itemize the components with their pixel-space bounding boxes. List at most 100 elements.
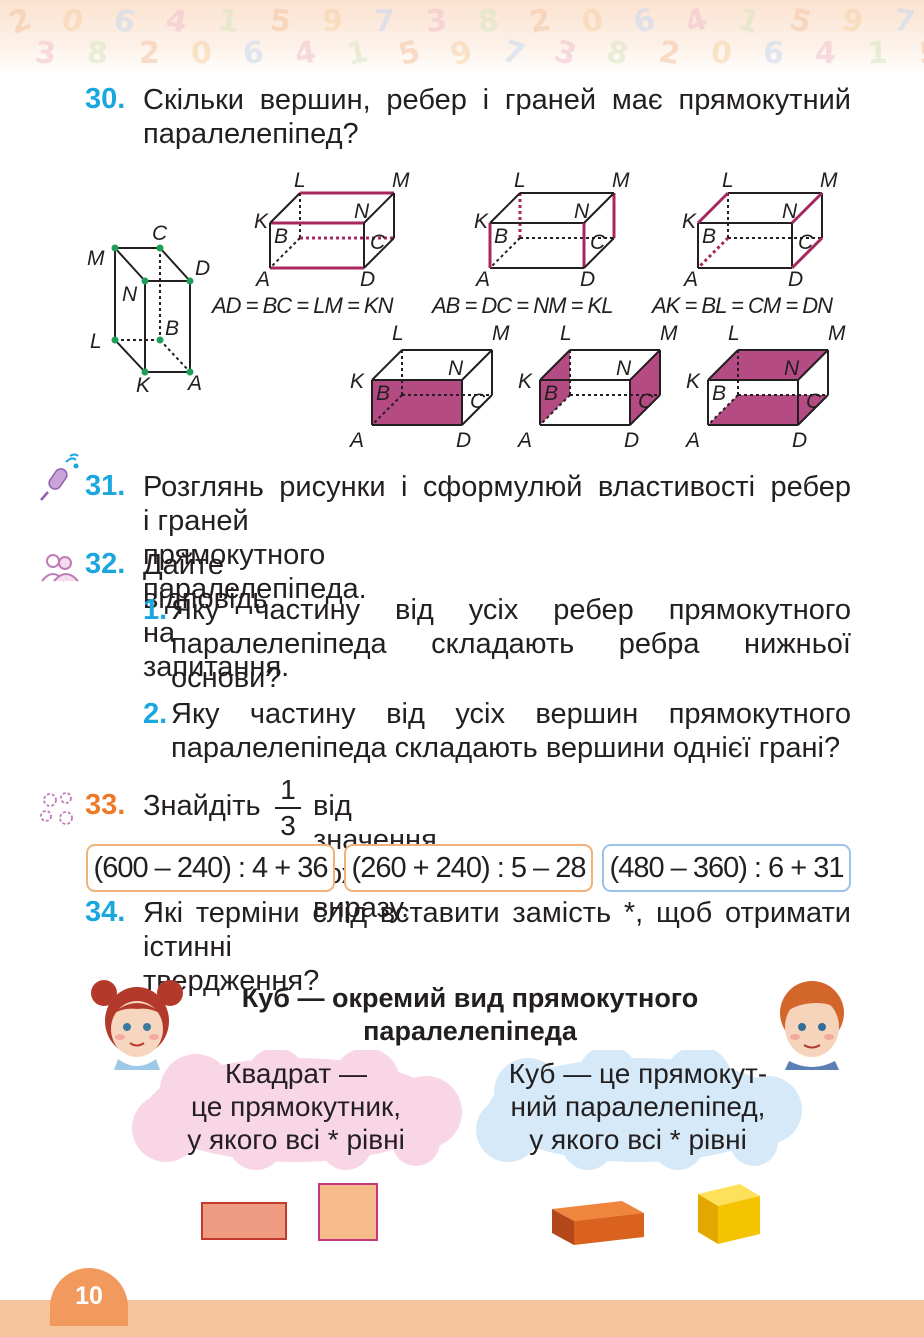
box-edge	[790, 236, 824, 270]
task-number: 32.	[85, 548, 126, 580]
background-digit: 6	[241, 35, 266, 72]
task-number: 31.	[85, 470, 126, 502]
vertex-label: L	[722, 169, 734, 192]
task-number: 30.	[85, 83, 126, 115]
footer-band	[0, 1300, 924, 1337]
background-digit: 9	[321, 3, 344, 40]
box-edge	[363, 192, 395, 224]
highlighted-face	[540, 350, 570, 425]
vertex-label: L	[514, 169, 526, 192]
vertex-label: B	[165, 317, 179, 340]
microphone-icon	[38, 452, 82, 507]
task-text-line: Скільки вершин, ребер і граней має прямо…	[143, 84, 851, 116]
subquestion-number: 1.	[143, 594, 168, 626]
vertex-label: B	[494, 225, 508, 248]
vertex-label: D	[624, 429, 639, 452]
vertex-label: D	[195, 257, 210, 280]
vertex-label: B	[376, 382, 390, 405]
vertex-label: K	[682, 210, 697, 233]
edge-equality: AD = BC = LM = KN	[210, 293, 394, 318]
vertex-dots	[111, 244, 194, 376]
background-digit: 6	[761, 35, 786, 72]
cloud-line: Квадрат —	[225, 1058, 367, 1089]
box-edge	[629, 394, 661, 426]
girl-illustration	[90, 975, 185, 1075]
top-decorative-band	[0, 0, 924, 75]
background-digit: 0	[708, 34, 734, 73]
vertex-label: K	[136, 374, 151, 397]
page-number: 10	[50, 1268, 128, 1326]
vertex-label: N	[782, 200, 798, 223]
vertex-label: N	[354, 200, 370, 223]
vertex-label: N	[122, 283, 138, 306]
subquestion-line: Яку частину від усіх ребер прямокутного	[171, 594, 851, 626]
pair-work-icon	[40, 551, 80, 588]
cloud-line: це прямокутник,	[191, 1091, 401, 1122]
background-digit: 7	[373, 3, 396, 40]
vertex-label: A	[684, 429, 700, 452]
box-edge	[629, 349, 661, 381]
subquestion-line: паралелепіпеда складають ребра нижньої	[171, 628, 851, 660]
vertex-label: C	[590, 231, 606, 254]
group-work-icon	[38, 790, 78, 833]
fraction-bar	[275, 807, 301, 809]
main-parallelepiped	[114, 247, 191, 373]
square-shape	[318, 1183, 378, 1241]
box-edge	[583, 192, 615, 224]
edge-equality: AB = DC = NM = KL	[430, 293, 612, 318]
vertex-label: B	[712, 382, 726, 405]
cloud-line: Куб — це прямокут-	[508, 1058, 768, 1089]
task-number: 33.	[85, 789, 126, 821]
cube-shape	[694, 1180, 764, 1251]
vertex-label: C	[806, 390, 822, 413]
subquestion-line: паралелепіпеда складають вершини однієї …	[171, 732, 841, 764]
background-digit: 8	[86, 35, 109, 72]
vertex-label: B	[702, 225, 716, 248]
fraction-numerator: 1	[280, 774, 296, 805]
cloud-line: у якого всі * рівні	[529, 1124, 747, 1155]
cloud-text: Куб — це прямокут- ний паралелепіпед, у …	[488, 1057, 788, 1156]
vertex-label: A	[516, 429, 532, 452]
speech-cloud-left: Квадрат — це прямокутник, у якого всі * …	[126, 1050, 466, 1170]
box-edge	[269, 192, 301, 224]
fraction-denominator: 3	[280, 810, 296, 841]
vertex-label: K	[474, 210, 489, 233]
vertex-label: M	[828, 322, 846, 345]
subquestion-line: Яку частину від усіх вершин прямокутного	[171, 698, 851, 730]
vertex-label: M	[392, 169, 410, 192]
heading-line: Куб — окремий вид прямокутного	[241, 983, 699, 1013]
task-text-line: Розглянь рисунки і сформулюй властивості…	[143, 471, 851, 503]
background-digit: 4	[814, 35, 837, 72]
vertex-label: K	[254, 210, 269, 233]
vertex-label: N	[616, 357, 632, 380]
vertex-label: D	[360, 268, 375, 291]
vertex-label: M	[492, 322, 510, 345]
background-digit: 8	[475, 2, 501, 41]
box-edge	[489, 237, 521, 269]
vertex-label: D	[580, 268, 595, 291]
expression-box: (480 – 360) : 6 + 31	[602, 844, 851, 892]
background-digit: 5	[268, 3, 293, 40]
vertex-label: C	[152, 222, 168, 245]
cloud-line: ний паралелепіпед,	[510, 1091, 766, 1122]
vertex-label: M	[612, 169, 630, 192]
vertex-label: A	[474, 268, 490, 291]
cloud-line: у якого всі * рівні	[187, 1124, 405, 1155]
brick-shape	[548, 1195, 648, 1252]
expression-box: (260 + 240) : 5 – 28	[344, 844, 593, 892]
heading-line: паралелепіпеда	[363, 1016, 577, 1046]
task-text-line: Які терміни слід вставити замість *, щоб…	[143, 897, 851, 929]
box-edge	[461, 349, 493, 381]
vertex-label: N	[448, 357, 464, 380]
fraction: 1 3	[275, 775, 301, 841]
background-digit: 1	[866, 35, 889, 72]
vertex-label: D	[788, 268, 803, 291]
vertex-label: L	[560, 322, 572, 345]
task-number: 34.	[85, 896, 126, 928]
